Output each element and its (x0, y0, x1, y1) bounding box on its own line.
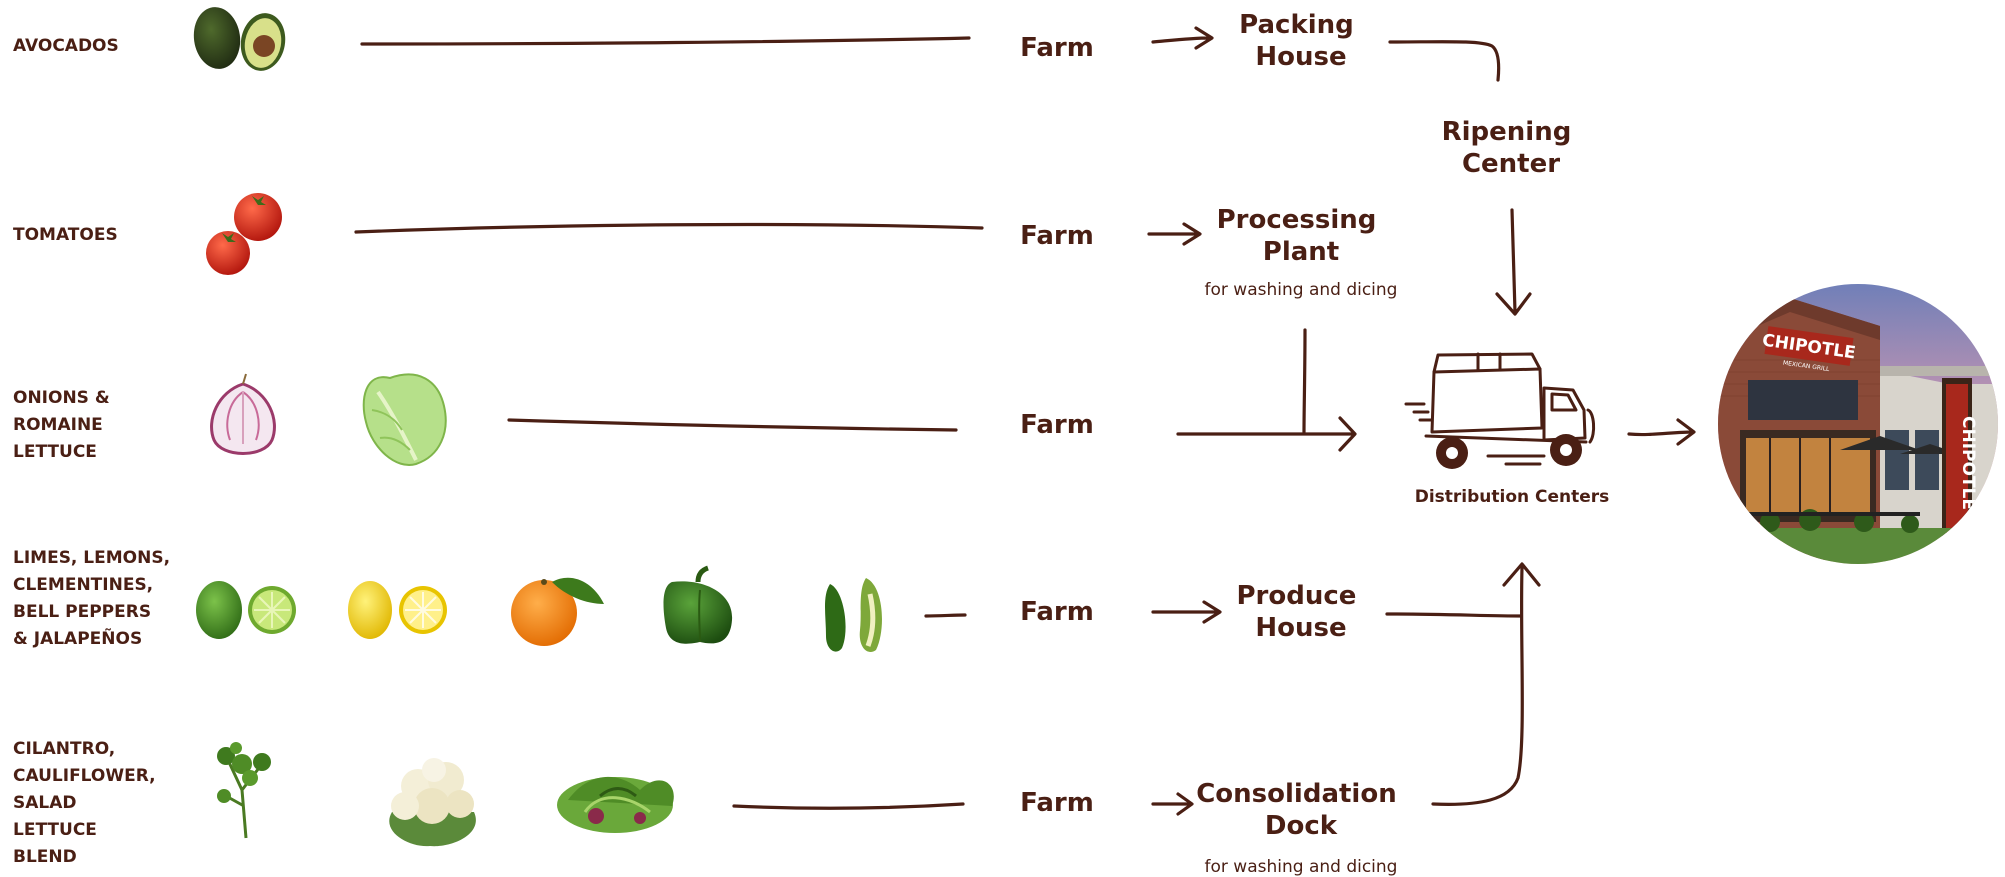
connector-cilantro-to-farm (732, 802, 965, 810)
connector-avocados-to-farm (360, 36, 971, 46)
connector-tomatoes-to-farm (354, 222, 984, 234)
farm-label-avocados: Farm (1020, 33, 1094, 63)
consolidation-dock-label: Consolidation Dock (1196, 779, 1406, 841)
tomato-illustration (206, 193, 282, 275)
arrow-farm-to-distribution (1176, 416, 1357, 452)
arrow-farm-to-processing-plant (1147, 222, 1202, 246)
salad-blend-illustration (557, 776, 674, 833)
farm-label-tomatoes: Farm (1020, 221, 1094, 251)
arrow-farm-to-consolidation-dock (1151, 792, 1194, 816)
product-label-tomatoes: TOMATOES (13, 225, 118, 245)
lime-illustration (196, 581, 296, 639)
arrow-consolidation-to-distribution (1431, 562, 1541, 806)
farm-label-citrus: Farm (1020, 597, 1094, 627)
connector-packing-to-ripening (1388, 40, 1501, 82)
ripening-center-label: Ripening Center (1442, 117, 1581, 179)
processing-plant-note: for washing and dicing (1205, 280, 1398, 300)
product-label-avocados: AVOCADOS (13, 36, 119, 56)
romaine-illustration (362, 373, 447, 466)
restaurant-photo: CHIPOTLE MEXICAN GRILL CHIPOTLE (1718, 284, 1998, 564)
consolidation-dock-note: for washing and dicing (1205, 857, 1398, 877)
packing-house-label: Packing House (1239, 10, 1363, 72)
connector-onions-to-farm (507, 418, 958, 432)
arrow-farm-to-packing-house (1151, 26, 1214, 50)
product-label-cilantro-blend: CILANTRO, CAULIFLOWER, SALAD LETTUCE BLE… (13, 739, 162, 867)
truck-wheels (1436, 434, 1582, 469)
connector-processing-down (1302, 328, 1307, 434)
onion-illustration (210, 373, 276, 455)
clementine-illustration (511, 577, 604, 646)
lemon-illustration (348, 581, 447, 639)
arrow-farm-to-produce-house (1151, 600, 1222, 624)
jalapeno-illustration (825, 578, 882, 652)
produce-house-label: Produce House (1237, 581, 1366, 643)
cilantro-illustration (217, 742, 271, 839)
farm-label-onions: Farm (1020, 410, 1094, 440)
connector-citrus-to-farm (924, 613, 967, 618)
connector-produce-house-to-riser (1385, 612, 1523, 618)
bell-pepper-illustration (663, 565, 733, 644)
product-label-citrus-peppers: LIMES, LEMONS, CLEMENTINES, BELL PEPPERS… (13, 548, 176, 649)
processing-plant-label: Processing Plant (1217, 205, 1386, 267)
arrow-distribution-to-restaurant (1627, 418, 1696, 446)
pylon-sign-text: CHIPOTLE (1958, 416, 1978, 510)
cauliflower-illustration (389, 758, 476, 847)
avocado-illustration (193, 7, 286, 71)
arrow-ripening-to-distribution (1495, 208, 1532, 316)
distribution-centers-label: Distribution Centers (1415, 487, 1610, 507)
farm-label-cilantro: Farm (1020, 788, 1094, 818)
product-label-onions-romaine: ONIONS & ROMAINE LETTUCE (13, 388, 116, 462)
